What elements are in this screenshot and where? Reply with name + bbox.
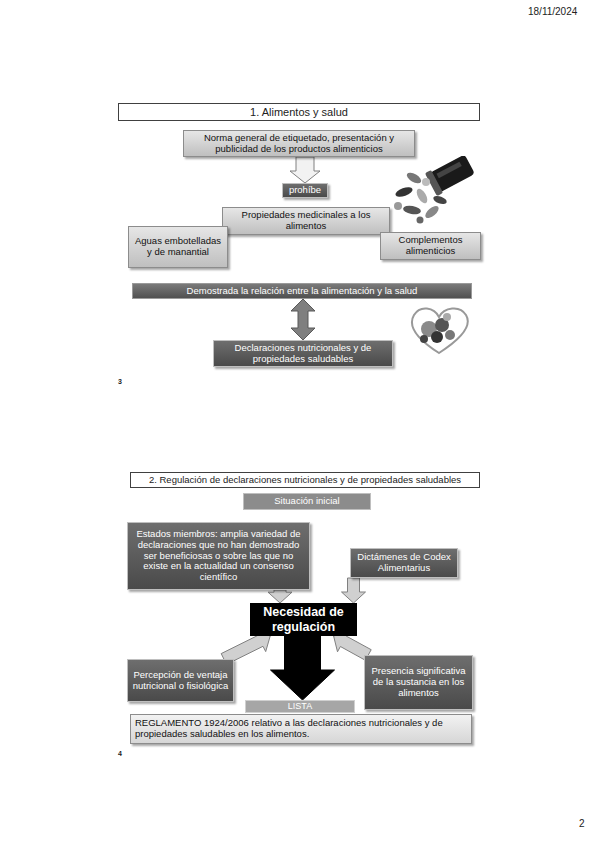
node-text: prohíbe bbox=[289, 185, 321, 196]
process-box: Complementos alimenticios bbox=[380, 232, 481, 260]
title-box: 1. Alimentos y salud bbox=[118, 103, 480, 121]
factor-box: Estados miembros: amplia variedad de dec… bbox=[127, 522, 310, 590]
process-box: Norma general de etiquetado, presentació… bbox=[183, 130, 415, 157]
text-wrap: Estados miembros: amplia variedad de dec… bbox=[132, 529, 305, 584]
heading-box: Situación inicial bbox=[243, 493, 371, 510]
node-text: Declaraciones nutricionales y de propied… bbox=[218, 343, 388, 365]
heart-fruit-illustration bbox=[404, 303, 474, 357]
text-wrap: REGLAMENTO 1924/2006 relativo a las decl… bbox=[135, 718, 467, 740]
node-text: LISTA bbox=[288, 701, 312, 711]
process-box: Propiedades medicinales a los alimentos bbox=[222, 207, 390, 235]
block-arrow bbox=[268, 590, 292, 603]
node-text: Aguas embotelladas y de manantial bbox=[133, 236, 223, 258]
text-wrap: Necesidad de regulación bbox=[255, 605, 352, 634]
block-arrow bbox=[290, 157, 320, 183]
node-text: REGLAMENTO 1924/2006 relativo a las decl… bbox=[135, 718, 467, 740]
slide-number: 4 bbox=[118, 750, 122, 757]
block-arrow bbox=[342, 578, 366, 603]
text-wrap: 1. Alimentos y salud bbox=[250, 106, 348, 119]
node-text: Dictámenes de Codex Alimentarius bbox=[355, 552, 453, 574]
pills-illustration bbox=[390, 156, 478, 228]
block-arrow bbox=[334, 631, 372, 661]
list-tag: LISTA bbox=[245, 700, 355, 713]
slide-number: 3 bbox=[118, 378, 122, 385]
node-text: Situación inicial bbox=[274, 496, 339, 507]
factor-box: Dictámenes de Codex Alimentarius bbox=[350, 548, 458, 578]
node-text: Demostrada la relación entre la alimenta… bbox=[187, 286, 418, 297]
text-wrap: Propiedades medicinales a los alimentos bbox=[227, 210, 385, 232]
text-wrap: Norma general de etiquetado, presentació… bbox=[188, 133, 410, 155]
central-box: Necesidad de regulación bbox=[250, 603, 357, 636]
text-wrap: Complementos alimenticios bbox=[385, 235, 476, 257]
band: Demostrada la relación entre la alimenta… bbox=[132, 283, 472, 299]
text-wrap: Percepción de ventaja nutricional o fisi… bbox=[132, 670, 229, 692]
node-text: Necesidad de regulación bbox=[255, 605, 352, 634]
block-arrow bbox=[221, 630, 270, 664]
node-text: Estados miembros: amplia variedad de dec… bbox=[132, 529, 305, 584]
block-arrow bbox=[271, 636, 335, 700]
node-text: Propiedades medicinales a los alimentos bbox=[227, 210, 385, 232]
text-wrap: 2. Regulación de declaraciones nutricion… bbox=[149, 475, 461, 486]
regulation-box: REGLAMENTO 1924/2006 relativo a las decl… bbox=[130, 714, 472, 744]
page-number: 2 bbox=[579, 818, 585, 829]
title-box: 2. Regulación de declaraciones nutricion… bbox=[130, 472, 480, 488]
process-box: Declaraciones nutricionales y de propied… bbox=[213, 340, 393, 367]
text-wrap: Aguas embotelladas y de manantial bbox=[133, 236, 223, 258]
text-wrap: LISTA bbox=[288, 701, 312, 711]
node-text: 1. Alimentos y salud bbox=[250, 106, 348, 119]
block-arrow bbox=[291, 299, 315, 340]
process-box: Aguas embotelladas y de manantial bbox=[128, 226, 228, 268]
node-text: Complementos alimenticios bbox=[385, 235, 476, 257]
date-label: 18/11/2024 bbox=[528, 6, 577, 17]
factor-box: Presencia significativa de la sustancia … bbox=[364, 655, 473, 710]
node-text: Presencia significativa de la sustancia … bbox=[369, 666, 468, 699]
text-wrap: Situación inicial bbox=[274, 496, 339, 507]
verb-box: prohíbe bbox=[282, 183, 328, 198]
node-text: Percepción de ventaja nutricional o fisi… bbox=[132, 670, 229, 692]
node-text: Norma general de etiquetado, presentació… bbox=[188, 133, 410, 155]
text-wrap: Presencia significativa de la sustancia … bbox=[369, 666, 468, 699]
text-wrap: Dictámenes de Codex Alimentarius bbox=[355, 552, 453, 574]
text-wrap: prohíbe bbox=[289, 185, 321, 196]
node-text: 2. Regulación de declaraciones nutricion… bbox=[149, 475, 461, 486]
factor-box: Percepción de ventaja nutricional o fisi… bbox=[127, 659, 234, 702]
text-wrap: Declaraciones nutricionales y de propied… bbox=[218, 343, 388, 365]
text-wrap: Demostrada la relación entre la alimenta… bbox=[187, 286, 418, 297]
